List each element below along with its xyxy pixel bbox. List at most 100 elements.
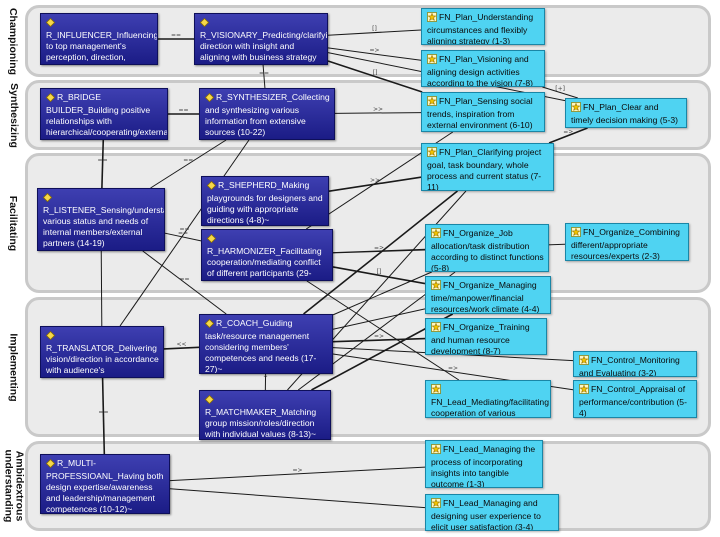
edge-synthesizer-plan_sensing — [334, 112, 422, 114]
star-badge-icon — [427, 12, 437, 25]
role-icon — [45, 458, 56, 471]
edge-label: == — [178, 230, 188, 237]
star-badge-icon — [571, 102, 581, 115]
function-node-lead-mediating[interactable]: FN_Lead_Mediating/facilitating cooperati… — [425, 380, 551, 418]
function-node-text: FN_Plan_Understanding circumstances and … — [427, 12, 534, 45]
edge-synthesizer-translator — [119, 139, 250, 327]
function-node-plan-sensing[interactable]: FN_Plan_Sensing social trends, inspirati… — [421, 92, 545, 132]
edge-listener-harmonizer — [164, 232, 202, 242]
role-node-harmonizer[interactable]: R_HARMONIZER_Facilitating cooperation/me… — [201, 229, 333, 281]
function-node-text: FN_Organize_Training and human resource … — [431, 322, 530, 355]
edge-label: >> — [370, 177, 380, 184]
role-node-multi-professional[interactable]: R_MULTI-PROFESSIOANL_Having both design … — [40, 454, 170, 514]
role-icon — [204, 394, 215, 407]
function-node-plan-clarifying[interactable]: FN_Plan_Clarifying project goal, task bo… — [421, 143, 554, 191]
edge-harmonizer-lead_mediating — [306, 280, 460, 381]
edge-plan_clarifying-plan_clear — [548, 127, 588, 144]
star-badge-icon — [431, 444, 441, 457]
edge-label: => — [374, 244, 384, 251]
function-node-control-appraisal[interactable]: FN_Control_Appraisal of performance/cont… — [573, 380, 697, 418]
role-node-text: R_MATCHMAKER_Matching group mission/role… — [205, 407, 317, 439]
edge-plan_visioning-plan_clear — [542, 86, 578, 99]
role-node-text: R_TRANSLATOR_Delivering vision/direction… — [46, 343, 159, 377]
role-node-bridge-builder[interactable]: R_BRIDGE BUILDER_Building positive relat… — [40, 88, 168, 140]
edge-visionary-plan_sensing — [327, 60, 423, 93]
role-node-visionary[interactable]: R_VISIONARY_Predicting/clarifying direct… — [194, 13, 328, 65]
star-badge-icon — [431, 322, 441, 335]
function-node-organize-combining[interactable]: FN_Organize_Combining different/appropri… — [565, 223, 689, 261]
edge-shepherd-plan_clarifying — [328, 176, 422, 193]
edge-label: => — [374, 333, 384, 340]
edge-label: => — [292, 467, 302, 474]
function-node-text: FN_Control_Monitoring and Evaluating (3-… — [579, 355, 680, 377]
role-node-text: R_SHEPHERD_Making playgrounds for design… — [207, 180, 323, 225]
function-node-text: FN_Plan_Clear and timely decision making… — [571, 102, 678, 125]
role-node-text: R_BRIDGE BUILDER_Building positive relat… — [46, 92, 168, 139]
function-node-text: FN_Control_Appraisal of performance/cont… — [579, 384, 687, 418]
role-node-coach[interactable]: R_COACH_Guiding task/resource management… — [199, 314, 333, 374]
edge-listener-translator — [100, 250, 103, 327]
role-node-shepherd[interactable]: R_SHEPHERD_Making playgrounds for design… — [201, 176, 329, 226]
edge-coach-org_managing — [332, 308, 426, 330]
role-icon — [199, 17, 210, 30]
role-node-text: R_COACH_Guiding task/resource management… — [205, 318, 317, 374]
star-badge-icon — [571, 227, 581, 240]
edge-coach-plan_clarifying — [303, 190, 458, 315]
function-node-text: FN_Organize_Job allocation/task distribu… — [431, 228, 544, 272]
edge-translator-multi — [101, 377, 106, 455]
role-node-translator[interactable]: R_TRANSLATOR_Delivering vision/direction… — [40, 326, 164, 378]
function-node-control-monitoring[interactable]: FN_Control_Monitoring and Evaluating (3-… — [573, 351, 697, 377]
edge-label: >> — [373, 106, 383, 113]
role-node-text: R_VISIONARY_Predicting/clarifying direct… — [200, 30, 328, 64]
edge-label: << — [176, 341, 186, 348]
role-node-listener[interactable]: R_LISTENER_Sensing/understanding various… — [37, 188, 165, 251]
function-node-organize-managing[interactable]: FN_Organize_Managing time/manpower/finan… — [425, 276, 551, 314]
function-node-text: FN_Plan_Sensing social trends, inspirati… — [427, 96, 533, 130]
function-node-organize-training[interactable]: FN_Organize_Training and human resource … — [425, 318, 547, 355]
role-node-influencer[interactable]: R_INFLUENCER_Influencing to top manageme… — [40, 13, 158, 65]
edge-label: => — [369, 47, 379, 54]
role-icon — [42, 192, 53, 205]
function-node-lead-ux[interactable]: FN_Lead_Managing and designing user expe… — [425, 494, 559, 531]
edge-synthesizer-listener — [150, 139, 227, 189]
edge-listener-coach — [142, 250, 227, 315]
edge-visionary-plan_visioning — [327, 47, 422, 61]
edge-label: [] — [377, 268, 382, 275]
role-node-text: R_HARMONIZER_Facilitating cooperation/me… — [207, 246, 322, 280]
star-badge-icon — [431, 280, 441, 293]
function-node-text: FN_Lead_Managing and designing user expe… — [431, 498, 541, 531]
star-badge-icon — [579, 355, 589, 368]
edge-label: == — [259, 70, 269, 77]
role-icon — [206, 233, 217, 246]
function-node-lead-insights[interactable]: FN_Lead_Managing the process of incorpor… — [425, 440, 543, 488]
star-badge-icon — [431, 498, 441, 511]
function-node-text: FN_Plan_Clarifying project goal, task bo… — [427, 147, 542, 191]
edge-visionary-plan_understanding — [327, 29, 422, 36]
role-node-text: R_LISTENER_Sensing/understanding various… — [43, 205, 164, 248]
function-node-text: FN_Plan_Visioning and aligning design ac… — [427, 54, 534, 87]
edge-label: ^ — [263, 375, 268, 382]
star-badge-icon — [431, 384, 441, 397]
edge-label: == — [183, 157, 193, 164]
function-node-text: FN_Organize_Managing time/manpower/finan… — [431, 280, 540, 314]
function-node-plan-clear[interactable]: FN_Plan_Clear and timely decision making… — [565, 98, 687, 128]
role-node-text: R_MULTI-PROFESSIOANL_Having both design … — [46, 458, 164, 514]
function-node-organize-job[interactable]: FN_Organize_Job allocation/task distribu… — [425, 224, 549, 272]
function-node-plan-visioning[interactable]: FN_Plan_Visioning and aligning design ac… — [421, 50, 545, 87]
edge-multi-lead_insights — [169, 466, 426, 482]
role-icon — [204, 318, 215, 331]
star-badge-icon — [431, 228, 441, 241]
edge-label: == — [171, 32, 181, 39]
edge-coach-translator — [163, 346, 200, 350]
role-node-synthesizer[interactable]: R_SYNTHESIZER_Collecting and synthesizin… — [199, 88, 335, 140]
function-node-text: FN_Organize_Combining different/appropri… — [571, 227, 680, 261]
edge-multi-lead_ux — [169, 488, 426, 509]
edge-coach-org_training — [332, 337, 426, 343]
function-node-plan-understanding[interactable]: FN_Plan_Understanding circumstances and … — [421, 8, 545, 45]
edge-label: == — [179, 226, 189, 233]
role-icon — [45, 17, 56, 30]
edge-label: == — [178, 107, 188, 114]
edge-synthesizer-visionary — [262, 64, 266, 89]
role-node-matchmaker[interactable]: R_MATCHMAKER_Matching group mission/role… — [199, 390, 331, 440]
function-node-text: FN_Lead_Managing the process of incorpor… — [431, 444, 536, 488]
